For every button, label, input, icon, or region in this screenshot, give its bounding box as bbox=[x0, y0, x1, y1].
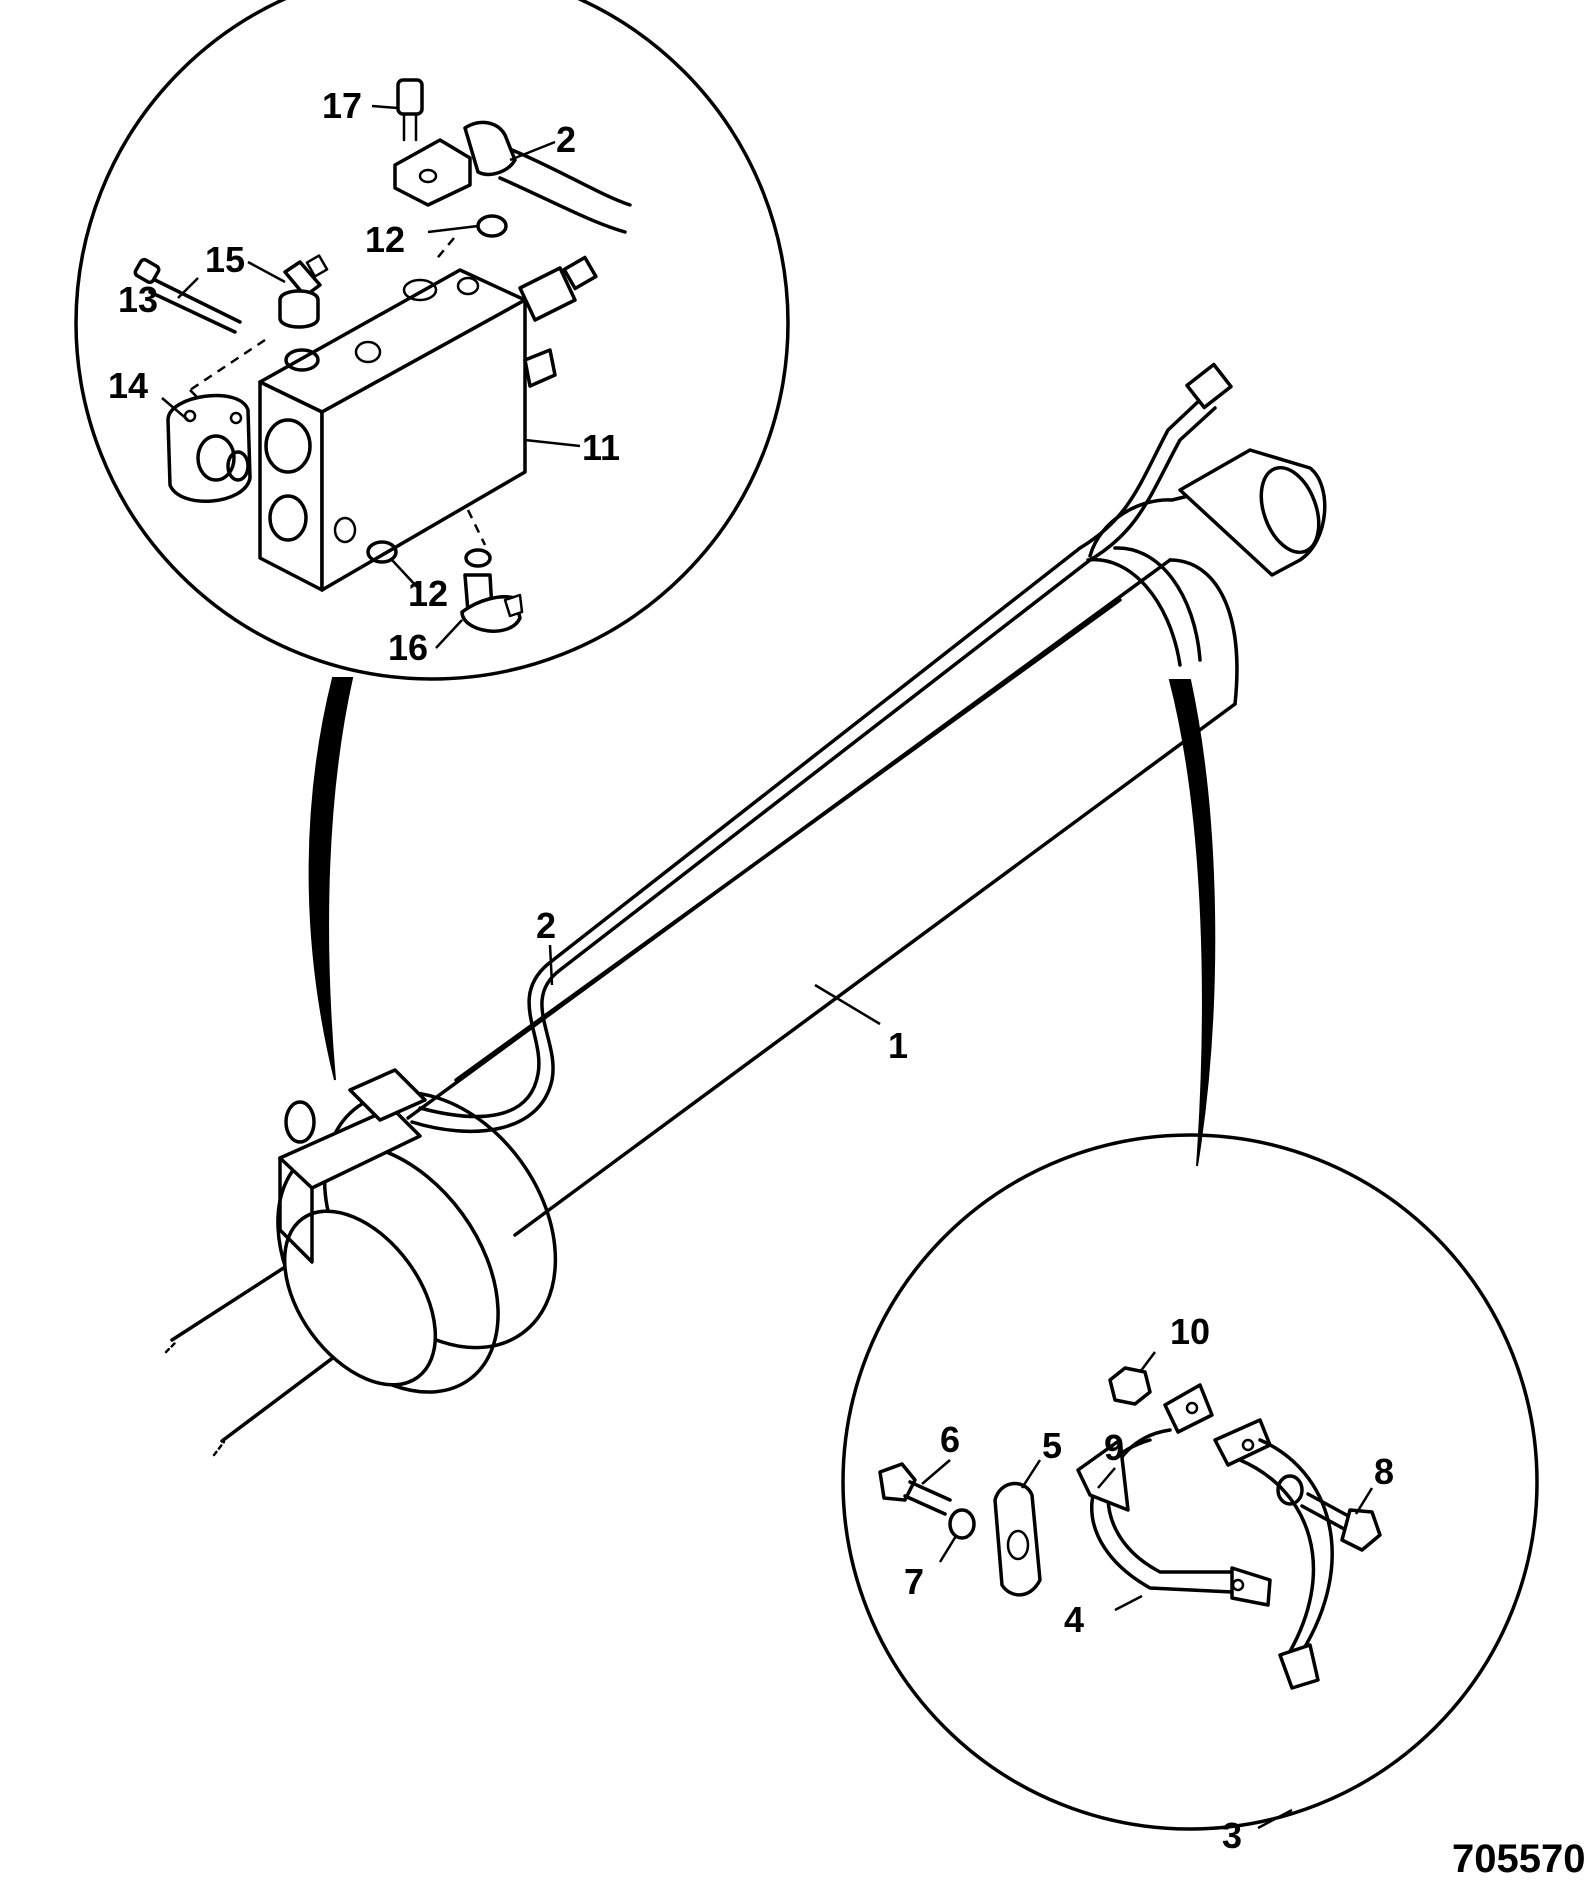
elbow-16 bbox=[460, 548, 524, 633]
leader-lines bbox=[161, 104, 1374, 1830]
bolt-6 bbox=[878, 1462, 952, 1516]
callout-2-detail: 2 bbox=[556, 119, 576, 160]
valve-block bbox=[258, 255, 598, 592]
callout-2-main: 2 bbox=[536, 905, 556, 946]
valve-detail-circle bbox=[74, 0, 790, 681]
callout-7: 7 bbox=[904, 1561, 924, 1602]
callout-16: 16 bbox=[388, 627, 428, 668]
callout-14: 14 bbox=[108, 365, 148, 406]
callout-3: 3 bbox=[1222, 1815, 1242, 1856]
clamp-detail-circle bbox=[841, 1133, 1539, 1831]
callout-10: 10 bbox=[1170, 1311, 1210, 1352]
o-ring-12-lower bbox=[366, 540, 398, 564]
washer-9 bbox=[1276, 1474, 1304, 1506]
bolt-13 bbox=[133, 257, 242, 334]
callout-8: 8 bbox=[1374, 1451, 1394, 1492]
flange-14 bbox=[166, 393, 252, 503]
clamp-half-4 bbox=[1076, 1383, 1272, 1607]
callout-12-lower: 12 bbox=[408, 573, 448, 614]
callout-15: 15 bbox=[205, 239, 245, 280]
callout-6: 6 bbox=[940, 1419, 960, 1460]
callout-1: 1 bbox=[888, 1025, 908, 1066]
callout-17: 17 bbox=[322, 85, 362, 126]
bolt-8 bbox=[1300, 1492, 1382, 1552]
valve-assembly-lines bbox=[189, 237, 487, 546]
washer-7 bbox=[948, 1508, 976, 1540]
callout-12-upper: 12 bbox=[365, 219, 405, 260]
hydraulic-pipe bbox=[284, 362, 1233, 1144]
hydraulic-cylinder bbox=[164, 448, 1327, 1457]
callout-5: 5 bbox=[1042, 1425, 1062, 1466]
clip-5 bbox=[993, 1481, 1042, 1597]
o-ring-15 bbox=[284, 348, 320, 372]
bolt-17 bbox=[396, 78, 424, 142]
o-ring-12-upper bbox=[476, 214, 508, 238]
flange-elbow bbox=[393, 120, 632, 234]
adapter-15 bbox=[278, 254, 329, 329]
clamp-half-3 bbox=[1213, 1418, 1334, 1690]
callout-9: 9 bbox=[1104, 1427, 1124, 1468]
valve-detail-connector bbox=[308, 677, 354, 1081]
callout-4: 4 bbox=[1064, 1599, 1084, 1640]
callout-13: 13 bbox=[118, 279, 158, 320]
callout-11: 11 bbox=[582, 427, 620, 468]
nut-10 bbox=[1108, 1366, 1152, 1406]
drawing-number: 705570 bbox=[1452, 1837, 1585, 1881]
clamp-detail-connector bbox=[1168, 679, 1216, 1167]
